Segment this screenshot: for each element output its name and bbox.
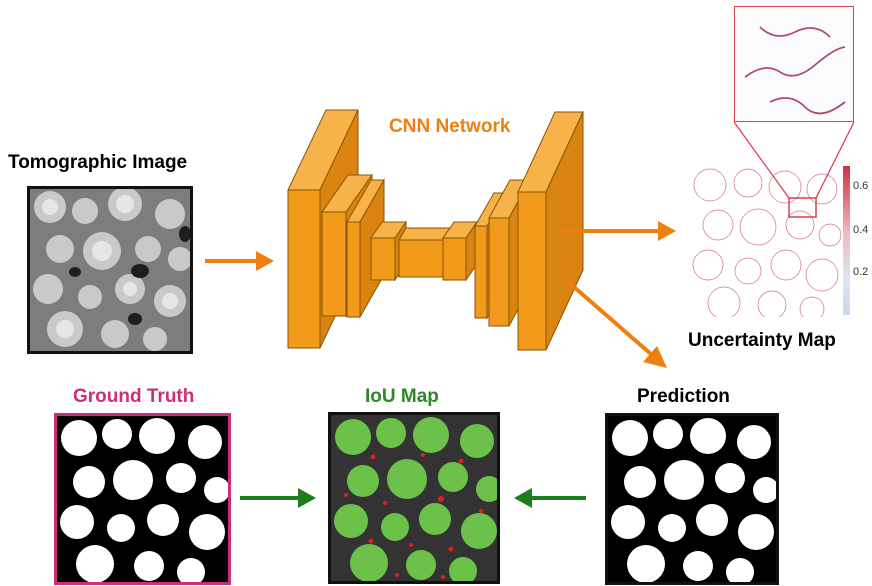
- arrow-to-cnn: [205, 251, 274, 271]
- zoom-inset: [734, 6, 854, 122]
- ground-truth-label: Ground Truth: [73, 386, 195, 407]
- colorbar-tick-label: 0.4: [853, 224, 869, 236]
- colorbar-tick-label: 0.2: [853, 266, 869, 278]
- zoom-texture: [744, 26, 846, 115]
- tomographic-image: [27, 186, 193, 354]
- arrow-to-uncertainty: [562, 221, 676, 241]
- arrow-gt-to-iou: [240, 488, 316, 508]
- ground-truth-mask: [57, 416, 228, 582]
- zoom-connector-right: [815, 121, 855, 199]
- zoom-region-box: [788, 197, 817, 218]
- arrow-prediction-to-iou: [514, 488, 586, 508]
- uncertainty-map-label: Uncertainty Map: [688, 330, 836, 351]
- prediction-label: Prediction: [637, 386, 730, 407]
- arrow-to-prediction: [564, 278, 667, 368]
- tomographic-texture: [30, 189, 190, 351]
- ground-truth-image: [54, 413, 231, 585]
- prediction-image: [605, 413, 779, 585]
- prediction-mask: [608, 416, 776, 582]
- cnn-network: [287, 109, 584, 351]
- colorbar-tick-label: 0.6: [853, 180, 869, 192]
- uncertainty-map-image: [690, 165, 842, 317]
- zoom-connector-left: [733, 121, 790, 199]
- tomographic-image-label: Tomographic Image: [8, 152, 188, 173]
- colorbar: [843, 166, 850, 315]
- iou-map-image: [328, 412, 500, 584]
- uncertainty-texture: [692, 168, 842, 317]
- iou-map-overlay: [331, 415, 497, 581]
- iou-map-label: IoU Map: [365, 386, 439, 407]
- cnn-network-label: CNN Network: [389, 116, 511, 137]
